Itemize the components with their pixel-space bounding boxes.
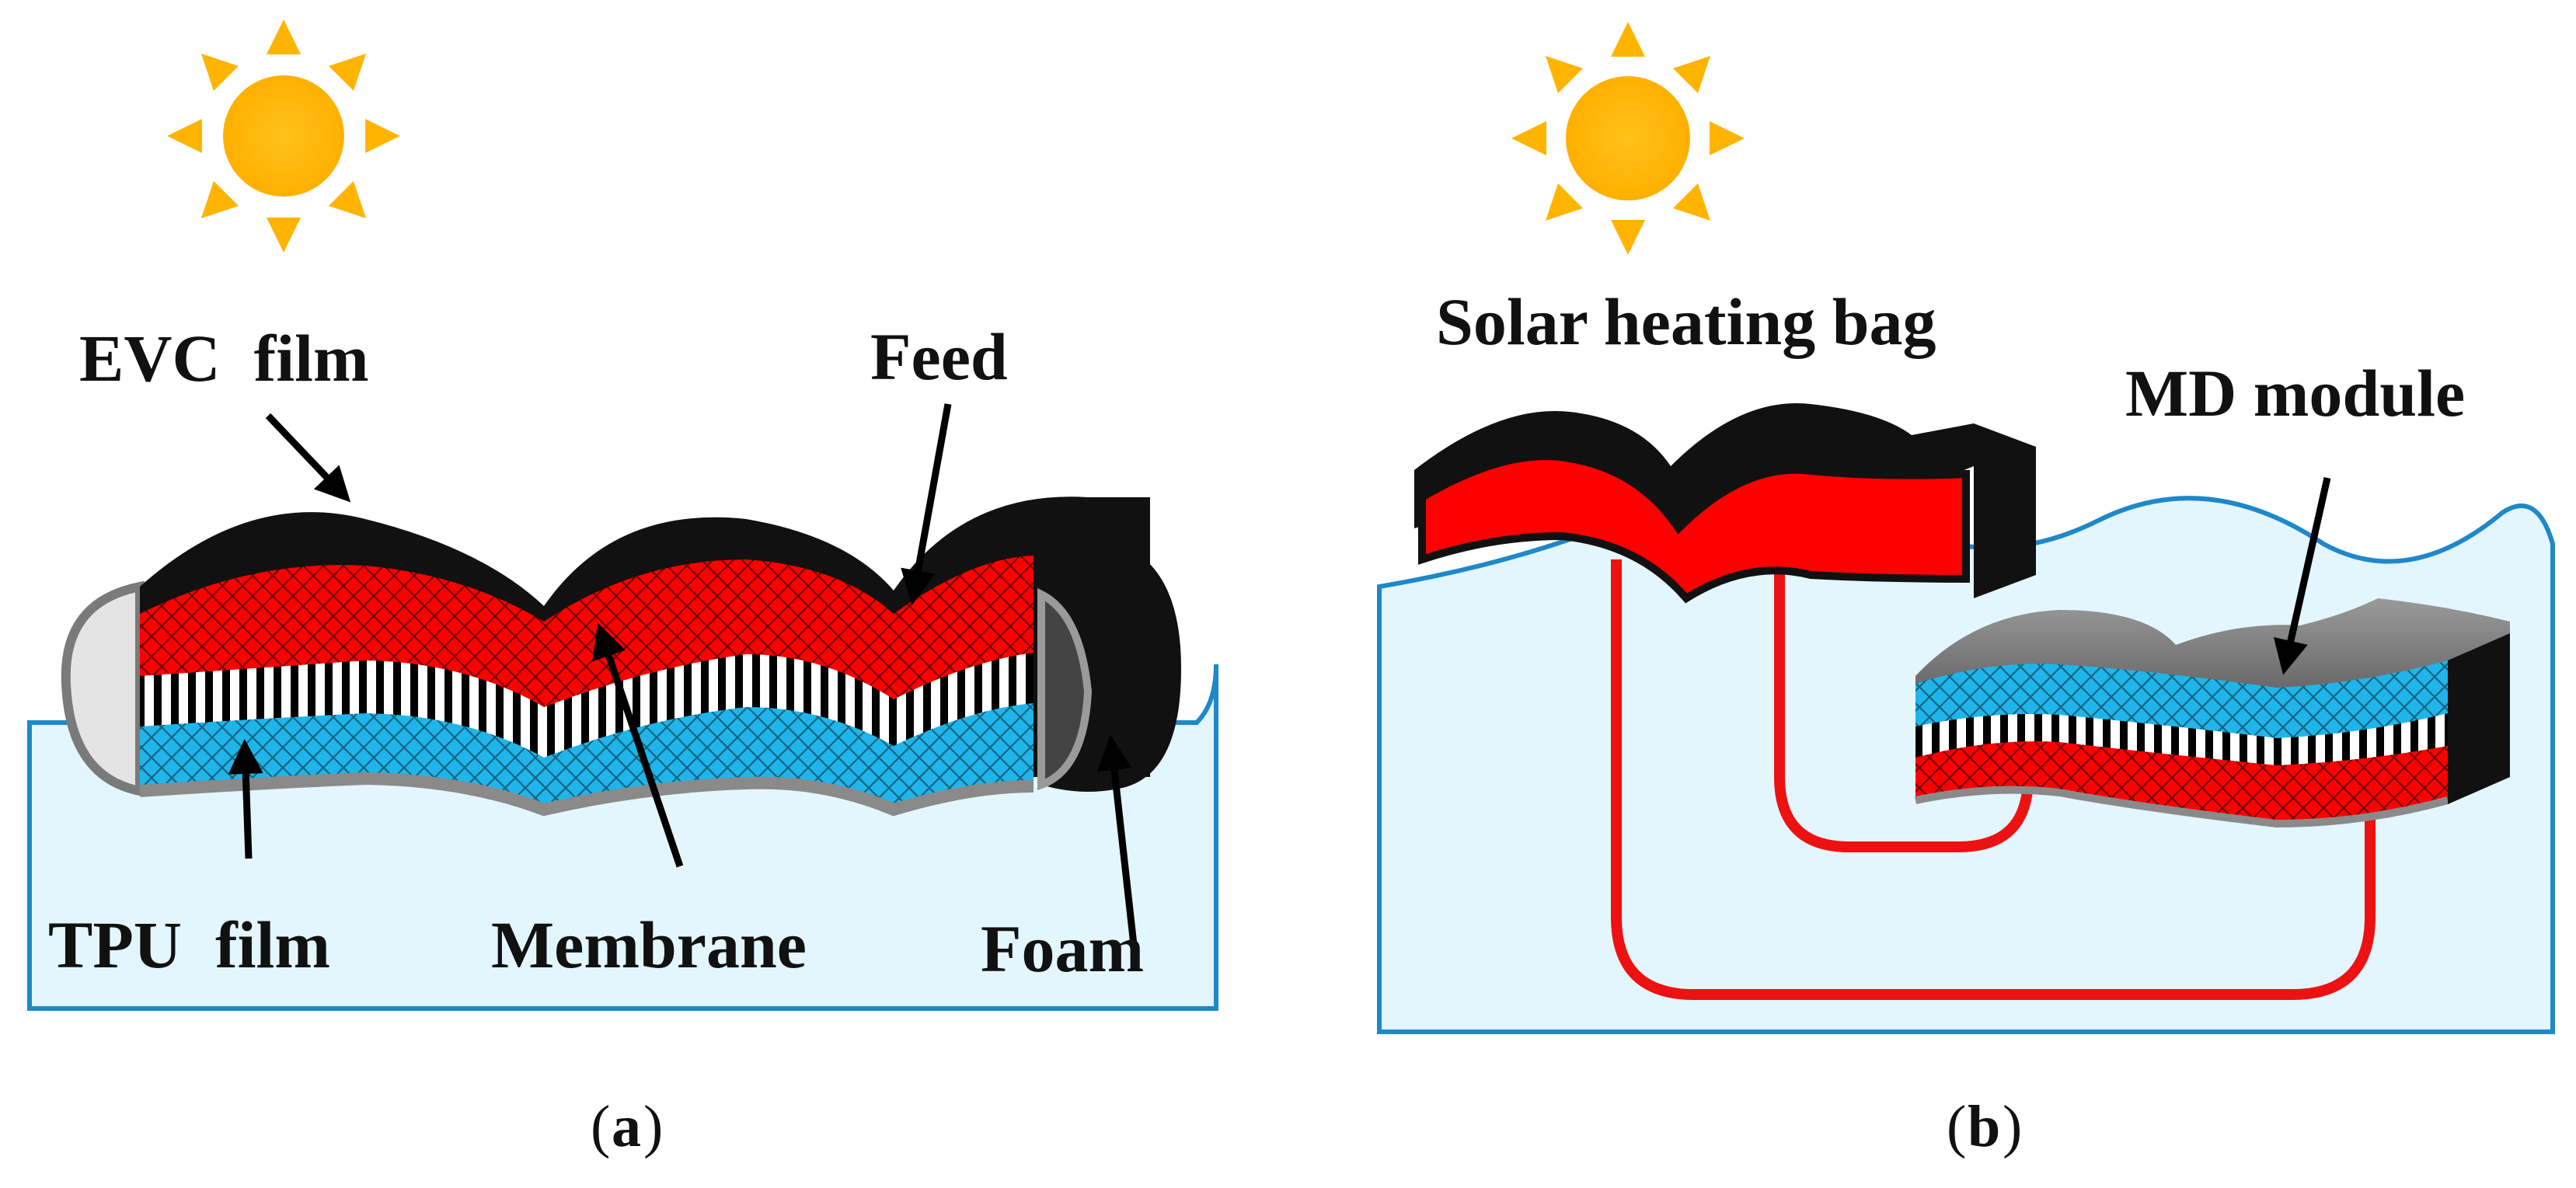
sun-icon: [167, 19, 400, 253]
evc-film-shape: [140, 496, 1150, 777]
md-module: [1914, 598, 2510, 828]
pipes: [1611, 544, 2376, 1000]
membrane-layer: [140, 653, 1034, 769]
foam-left: [61, 580, 145, 797]
caption-b-letter: b: [1968, 1094, 2000, 1159]
svg-text:): ): [643, 1094, 663, 1159]
panel-a: EVC film Feed TPU film Membrane Foam ( a…: [27, 19, 1218, 1159]
label-md-module: MD module: [2125, 356, 2465, 430]
foam-right: [1037, 542, 1181, 792]
caption-a: ( a ): [591, 1094, 663, 1159]
arrows-a: [228, 403, 1138, 953]
label-feed: Feed: [870, 319, 1008, 394]
label-tpu-film: TPU film: [48, 908, 330, 982]
label-foam: Foam: [981, 911, 1144, 986]
svg-text:): ): [2003, 1094, 2022, 1159]
sun-icon: [1511, 22, 1745, 255]
tpu-film-shape: [139, 772, 1034, 817]
label-solar-heating-bag: Solar heating bag: [1436, 284, 1936, 359]
svg-text:(: (: [591, 1094, 610, 1159]
solar-heating-bag: [1414, 403, 2036, 604]
label-evc-film: EVC film: [79, 321, 369, 395]
label-membrane: Membrane: [491, 908, 807, 982]
arrows-b: [2273, 477, 2331, 675]
caption-a-letter: a: [612, 1094, 641, 1159]
svg-text:(: (: [1947, 1094, 1966, 1159]
caption-b: ( b ): [1947, 1094, 2022, 1159]
panel-b: Solar heating bag MD module ( b ): [1377, 22, 2555, 1159]
